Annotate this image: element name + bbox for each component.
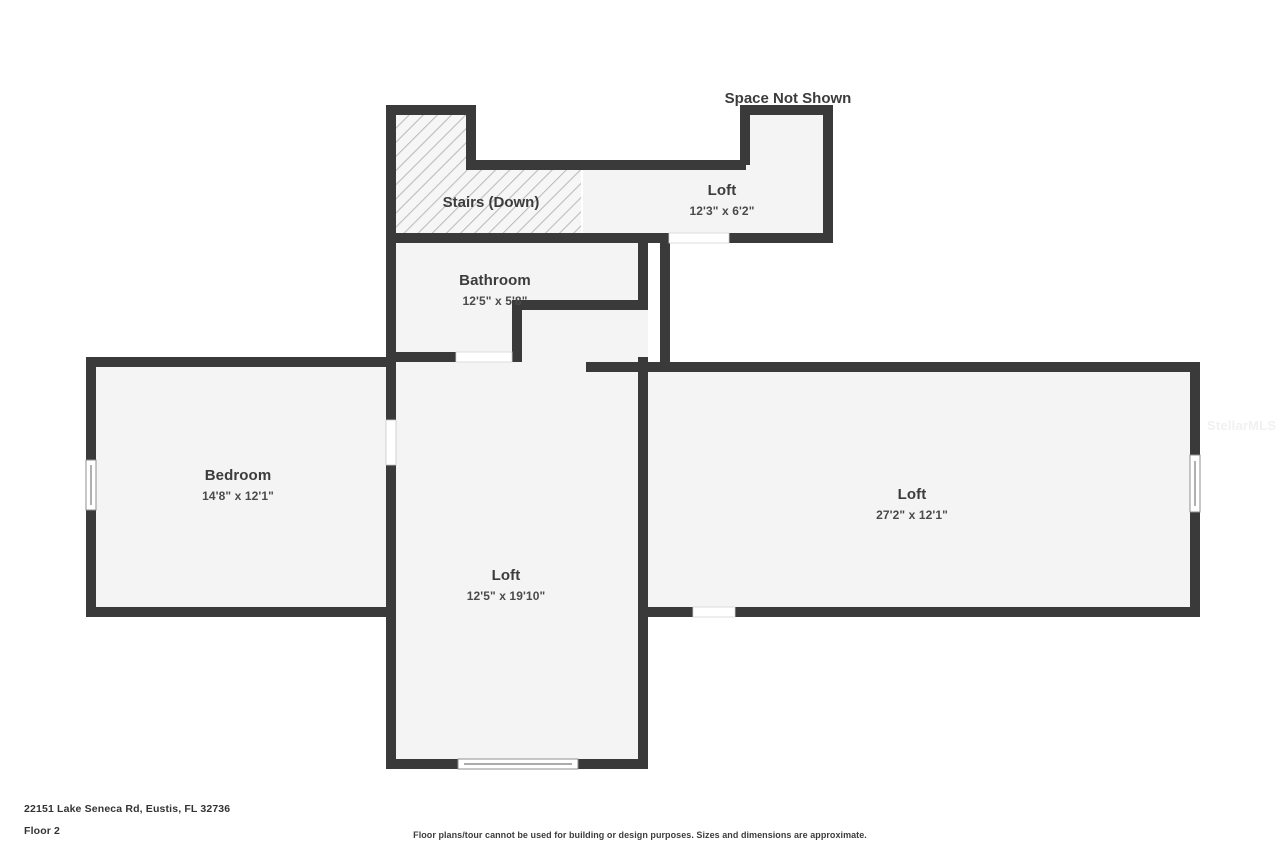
wall-tick-top (638, 367, 646, 375)
wall-loft-center-bottom-right (578, 759, 648, 769)
walls (86, 105, 1200, 769)
wall-loft-center-bottom-left (386, 759, 458, 769)
room-fill-space-not-shown (745, 110, 828, 238)
wall-loft-right-bottom-right (735, 607, 1200, 617)
room-fill-loft-upper (583, 165, 745, 238)
wall-snsbox-left (740, 105, 750, 165)
label-space-not-shown: Space Not Shown (724, 90, 852, 107)
window-loft-center-bottom (457, 758, 579, 770)
wall-bedroom-left-upper (86, 357, 96, 460)
window-bedroom-left (85, 459, 97, 511)
footer-disclaimer: Floor plans/tour cannot be used for buil… (413, 830, 867, 840)
wall-bathroom-notch-horizontal (518, 300, 648, 310)
room-label-bedroom: Bedroom 14'8" x 12'1" (202, 467, 274, 504)
wall-loft-right-right-lower (1190, 512, 1200, 617)
room-dimensions: 12'5" x 19'10" (466, 588, 546, 603)
room-dimensions: 14'8" x 12'1" (202, 488, 274, 503)
door-opening-loft-right-bottom (692, 606, 736, 618)
wall-bathroom-bottom-left (386, 352, 456, 362)
door-opening-bedroom (385, 419, 397, 466)
wall-bedroom-left-lower (86, 510, 96, 617)
room-name: Loft (491, 567, 521, 584)
wall-loft-upper-top (580, 160, 746, 170)
room-name: Loft (897, 486, 927, 503)
wall-bathroom-bottom-right (512, 352, 522, 362)
wall-loft-center-right-upper (638, 357, 648, 485)
wall-loft-center-right-lower (638, 485, 648, 764)
wall-stairs-left (386, 105, 396, 243)
wall-snsbox-right (823, 105, 833, 243)
wall-stairs-step-top (466, 160, 586, 170)
watermark-stellarmls: StellarMLS (1207, 418, 1277, 433)
room-dimensions: 27'2" x 12'1" (876, 507, 948, 522)
room-label-loft-upper: Loft 12'3" x 6'2" (690, 182, 755, 219)
windows (85, 454, 1201, 770)
footer-floor-label: Floor 2 (24, 825, 61, 837)
room-name: Bathroom (459, 272, 531, 289)
wall-bathroom-right-upper (638, 238, 648, 305)
wall-loft-right-bottom-left (648, 607, 693, 617)
wall-loft-upper-bottom-left (580, 233, 669, 243)
wall-bedroom-top (86, 357, 396, 367)
room-name: Bedroom (204, 467, 272, 484)
wall-loft-center-left-upper (386, 357, 396, 420)
room-fill-loft-right (588, 367, 1196, 615)
wall-stairs-bottom (386, 233, 586, 243)
wall-loft-upper-bottom-right (729, 233, 745, 243)
stairs-hatched-area (392, 110, 581, 238)
wall-loft-right-right-upper (1190, 362, 1200, 455)
room-dimensions: 12'3" x 6'2" (689, 203, 755, 218)
room-name: Loft (707, 182, 737, 199)
room-label-loft-right: Loft 27'2" x 12'1" (876, 486, 948, 523)
wall-bathroom-notch-vertical (512, 300, 522, 362)
wall-stairs-top (386, 105, 476, 115)
window-loft-right (1189, 454, 1201, 513)
room-fill-hall-connector (518, 300, 648, 362)
door-opening-bathroom (455, 351, 513, 363)
label-stairs-down: Stairs (Down) (442, 194, 540, 211)
door-openings (385, 232, 736, 618)
wall-stairs-right-upper (466, 105, 476, 165)
footer-address: 22151 Lake Seneca Rd, Eustis, FL 32736 (24, 803, 231, 815)
wall-bedroom-bottom (86, 607, 396, 617)
wall-hall-vertical (660, 238, 670, 368)
door-opening-loft-upper (668, 232, 730, 244)
wall-bathroom-left (386, 238, 396, 366)
room-fill-bedroom (92, 362, 388, 612)
room-fills (92, 110, 1196, 764)
room-dimensions: 12'5" x 5'8" (462, 293, 528, 308)
wall-snsbox-top (740, 105, 833, 115)
wall-snsbox-bottom (740, 233, 833, 243)
room-label-loft-center: Loft 12'5" x 19'10" (467, 567, 546, 604)
stairs-hatch-fill (392, 110, 581, 238)
wall-loft-center-left-lower (386, 465, 396, 764)
room-label-bathroom: Bathroom 12'5" x 5'8" (459, 272, 531, 309)
wall-loft-right-top (586, 362, 1200, 372)
